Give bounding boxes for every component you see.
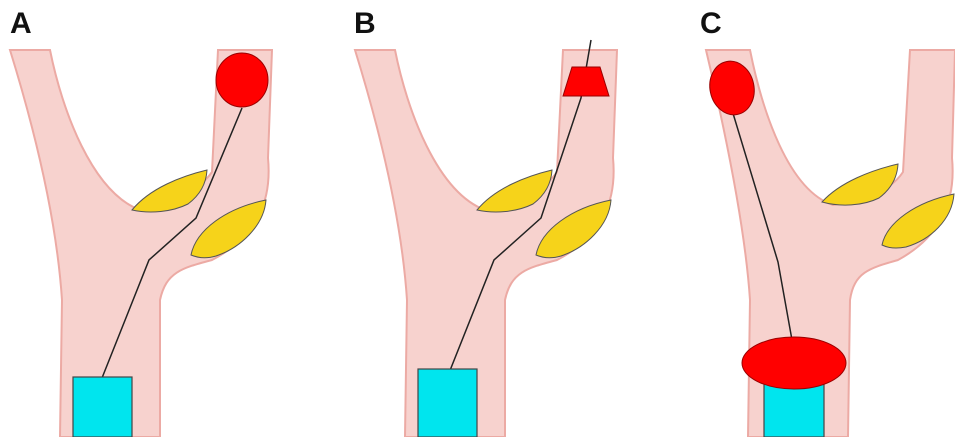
sheath (418, 369, 477, 437)
panel-a (10, 50, 272, 437)
panel-label-c: C (700, 9, 722, 39)
panel-label-a: A (10, 9, 32, 39)
panel-label-b: B (354, 9, 376, 39)
panel-b (355, 40, 617, 437)
proximal-balloon (742, 337, 846, 389)
panel-c (705, 50, 955, 437)
distal-balloon (216, 53, 268, 107)
sheath (73, 377, 132, 437)
